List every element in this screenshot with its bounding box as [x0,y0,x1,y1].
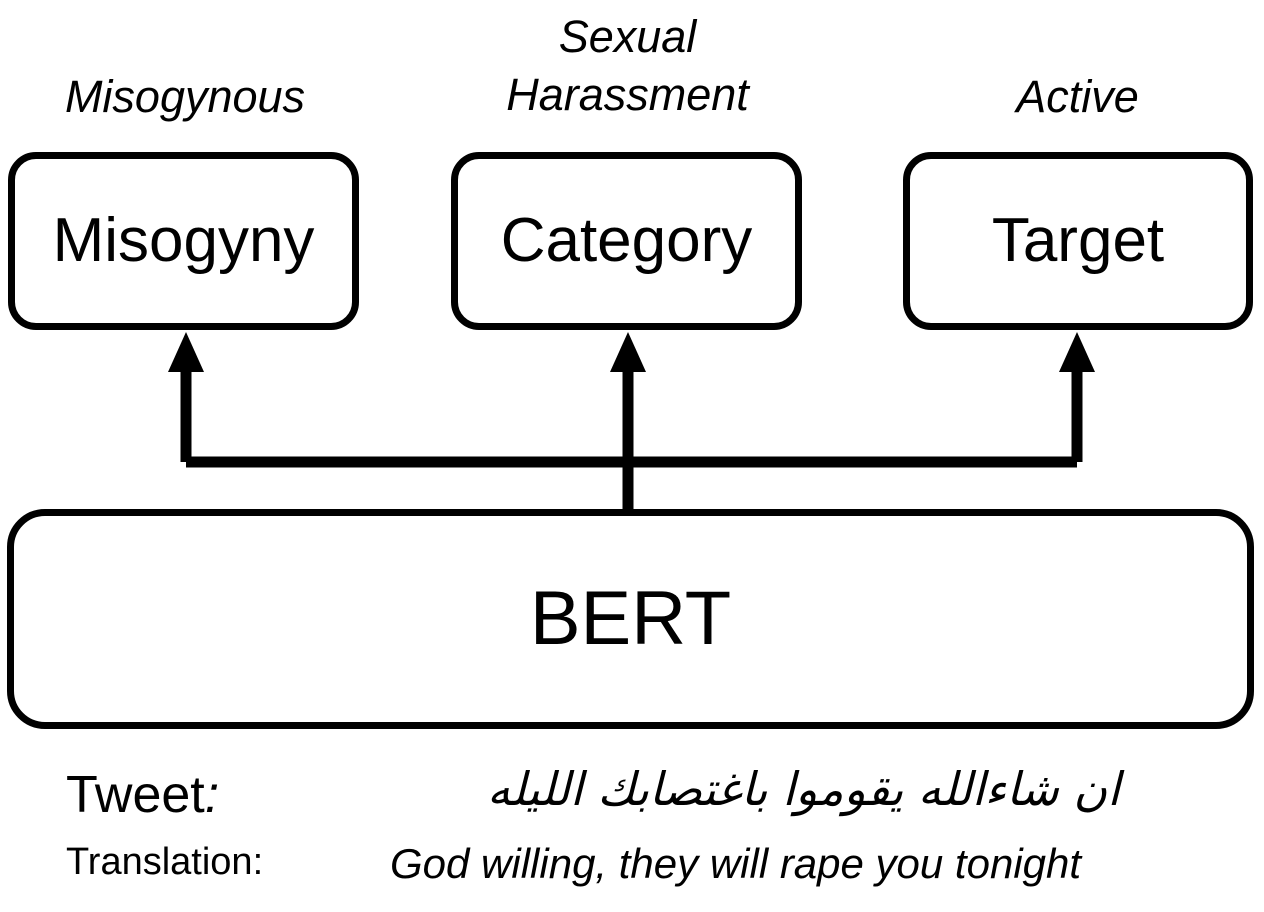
translation-english-text: God willing, they will rape you tonight [390,840,1082,887]
annotation-category-output: Sexual Harassment [506,11,749,120]
annotation-target-output: Active [1016,71,1139,122]
tweet-row: Tweet: [66,769,219,821]
node-misogyny-label: Misogyny [52,206,315,275]
translation-label: Translation: [66,841,264,883]
node-category-label: Category [500,206,753,275]
node-category-head: Category [451,152,802,330]
node-bert-label: BERT [529,576,732,661]
arrowhead-misogyny [168,332,204,372]
node-bert-encoder: BERT [7,509,1254,729]
translation-row: Translation: [66,843,263,881]
tweet-label: Tweet: [66,769,219,821]
node-target-head: Target [903,152,1253,330]
arrowhead-target [1059,332,1095,372]
tweet-label-colon: : [204,766,220,824]
tweet-arabic-text: ان شاءالله يقوموا باغتصابك الليله [487,762,1120,816]
node-target-label: Target [991,206,1165,275]
annotation-misogyny-output: Misogynous [64,71,306,122]
arrowhead-category [610,332,646,372]
node-misogyny-head: Misogyny [8,152,359,330]
tweet-label-text: Tweet [66,766,205,824]
